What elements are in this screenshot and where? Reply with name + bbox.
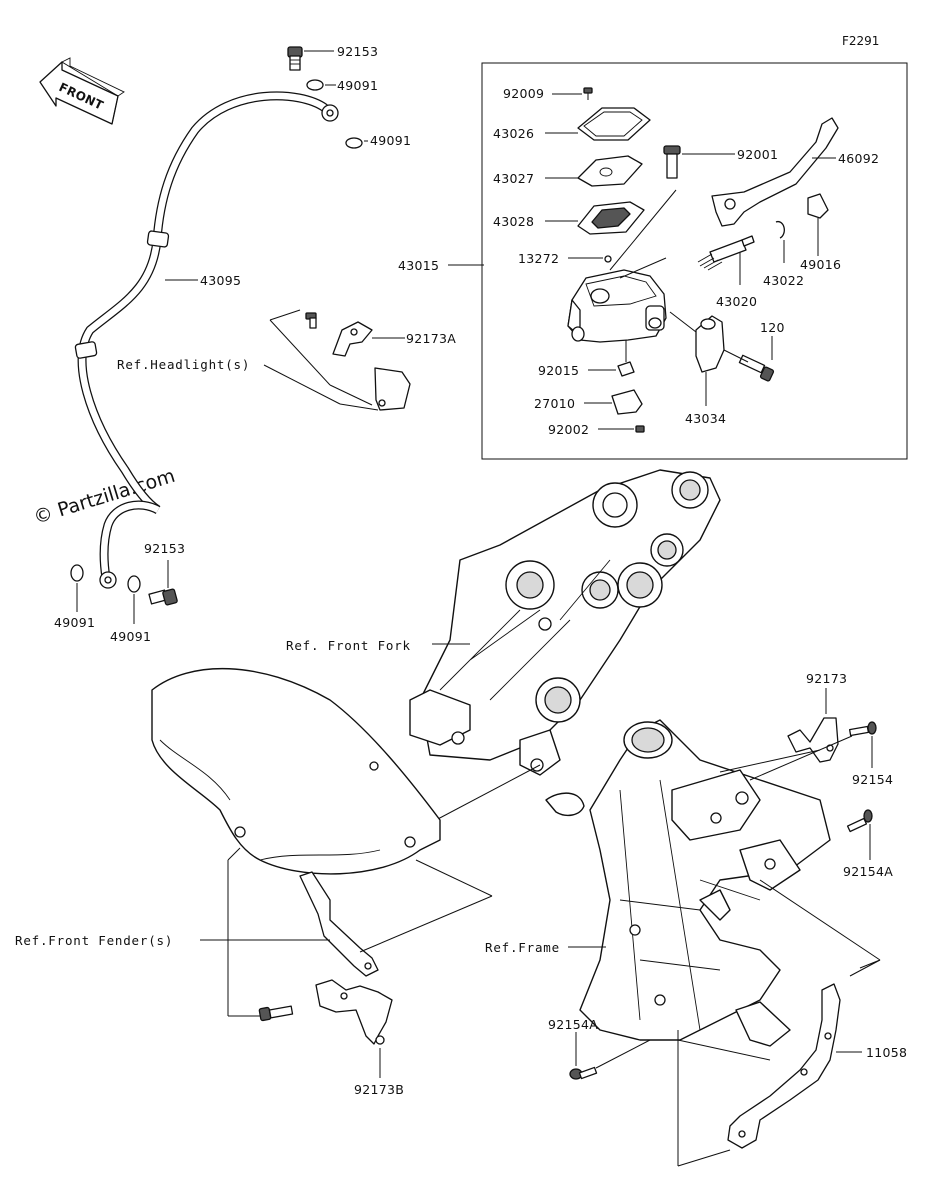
hose-clamp-92173B [258,979,393,1078]
part-label-92009: 92009 [503,86,544,101]
part-label-27010: 27010 [534,396,575,411]
bolt-92154A-top [846,809,873,860]
part-label-43020: 43020 [716,294,757,309]
part-label-92173B: 92173B [354,1082,404,1097]
part-label-92015: 92015 [538,363,579,378]
banjo-bolt-92153-bottom [148,560,178,606]
front-fork-reference [409,469,721,821]
part-label-43028: 43028 [493,214,534,229]
part-label-92153-top: 92153 [337,44,378,59]
bracket-11058 [677,959,881,1167]
part-label-43015: 43015 [398,258,439,273]
part-label-120: 120 [760,320,785,335]
ref-frame-label: Ref.Frame [485,940,560,955]
part-label-49091-b: 49091 [370,133,411,148]
part-label-43022: 43022 [763,273,804,288]
washer-49091-c [70,564,84,582]
hose-clamp-92173A [263,309,411,411]
banjo-bolt-92153-top [287,46,334,71]
washer-49091-a [306,79,324,91]
ref-front-fender-label: Ref.Front Fender(s) [15,933,173,948]
figure-code: F2291 [842,34,879,48]
frame-reference [545,719,881,1047]
part-label-49091-a: 49091 [337,78,378,93]
part-label-92154A-top: 92154A [843,864,893,879]
part-label-92153-bottom: 92153 [144,541,185,556]
washer-49091-b [345,137,363,149]
part-label-92173: 92173 [806,671,847,686]
part-label-43034: 43034 [685,411,726,426]
part-label-43095: 43095 [200,273,241,288]
ref-front-fork-label: Ref. Front Fork [286,638,411,653]
part-label-92154: 92154 [852,772,893,787]
part-label-43026: 43026 [493,126,534,141]
part-label-46092: 46092 [838,151,879,166]
bolt-92154A-bottom [569,1032,651,1080]
hose-clip-92173 [719,688,839,773]
washer-49091-d [127,575,141,593]
part-label-49091-c: 49091 [54,615,95,630]
watermark: © Partzilla.com [31,465,178,529]
part-label-43027: 43027 [493,171,534,186]
part-label-13272: 13272 [518,251,559,266]
master-cylinder-assembly [448,87,839,433]
bolt-92154 [749,721,877,781]
brake-hose-43095 [74,91,339,589]
front-arrow-icon: FRONT [39,57,125,125]
front-fender-reference [151,667,493,1017]
part-label-92154A-bottom: 92154A [548,1017,598,1032]
part-label-92173A: 92173A [406,331,456,346]
part-label-92002: 92002 [548,422,589,437]
part-label-49091-d: 49091 [110,629,151,644]
part-label-92001: 92001 [737,147,778,162]
ref-headlight-label: Ref.Headlight(s) [117,357,250,372]
master-cylinder-detail-box [481,62,908,460]
part-label-11058: 11058 [866,1045,907,1060]
part-label-49016: 49016 [800,257,841,272]
